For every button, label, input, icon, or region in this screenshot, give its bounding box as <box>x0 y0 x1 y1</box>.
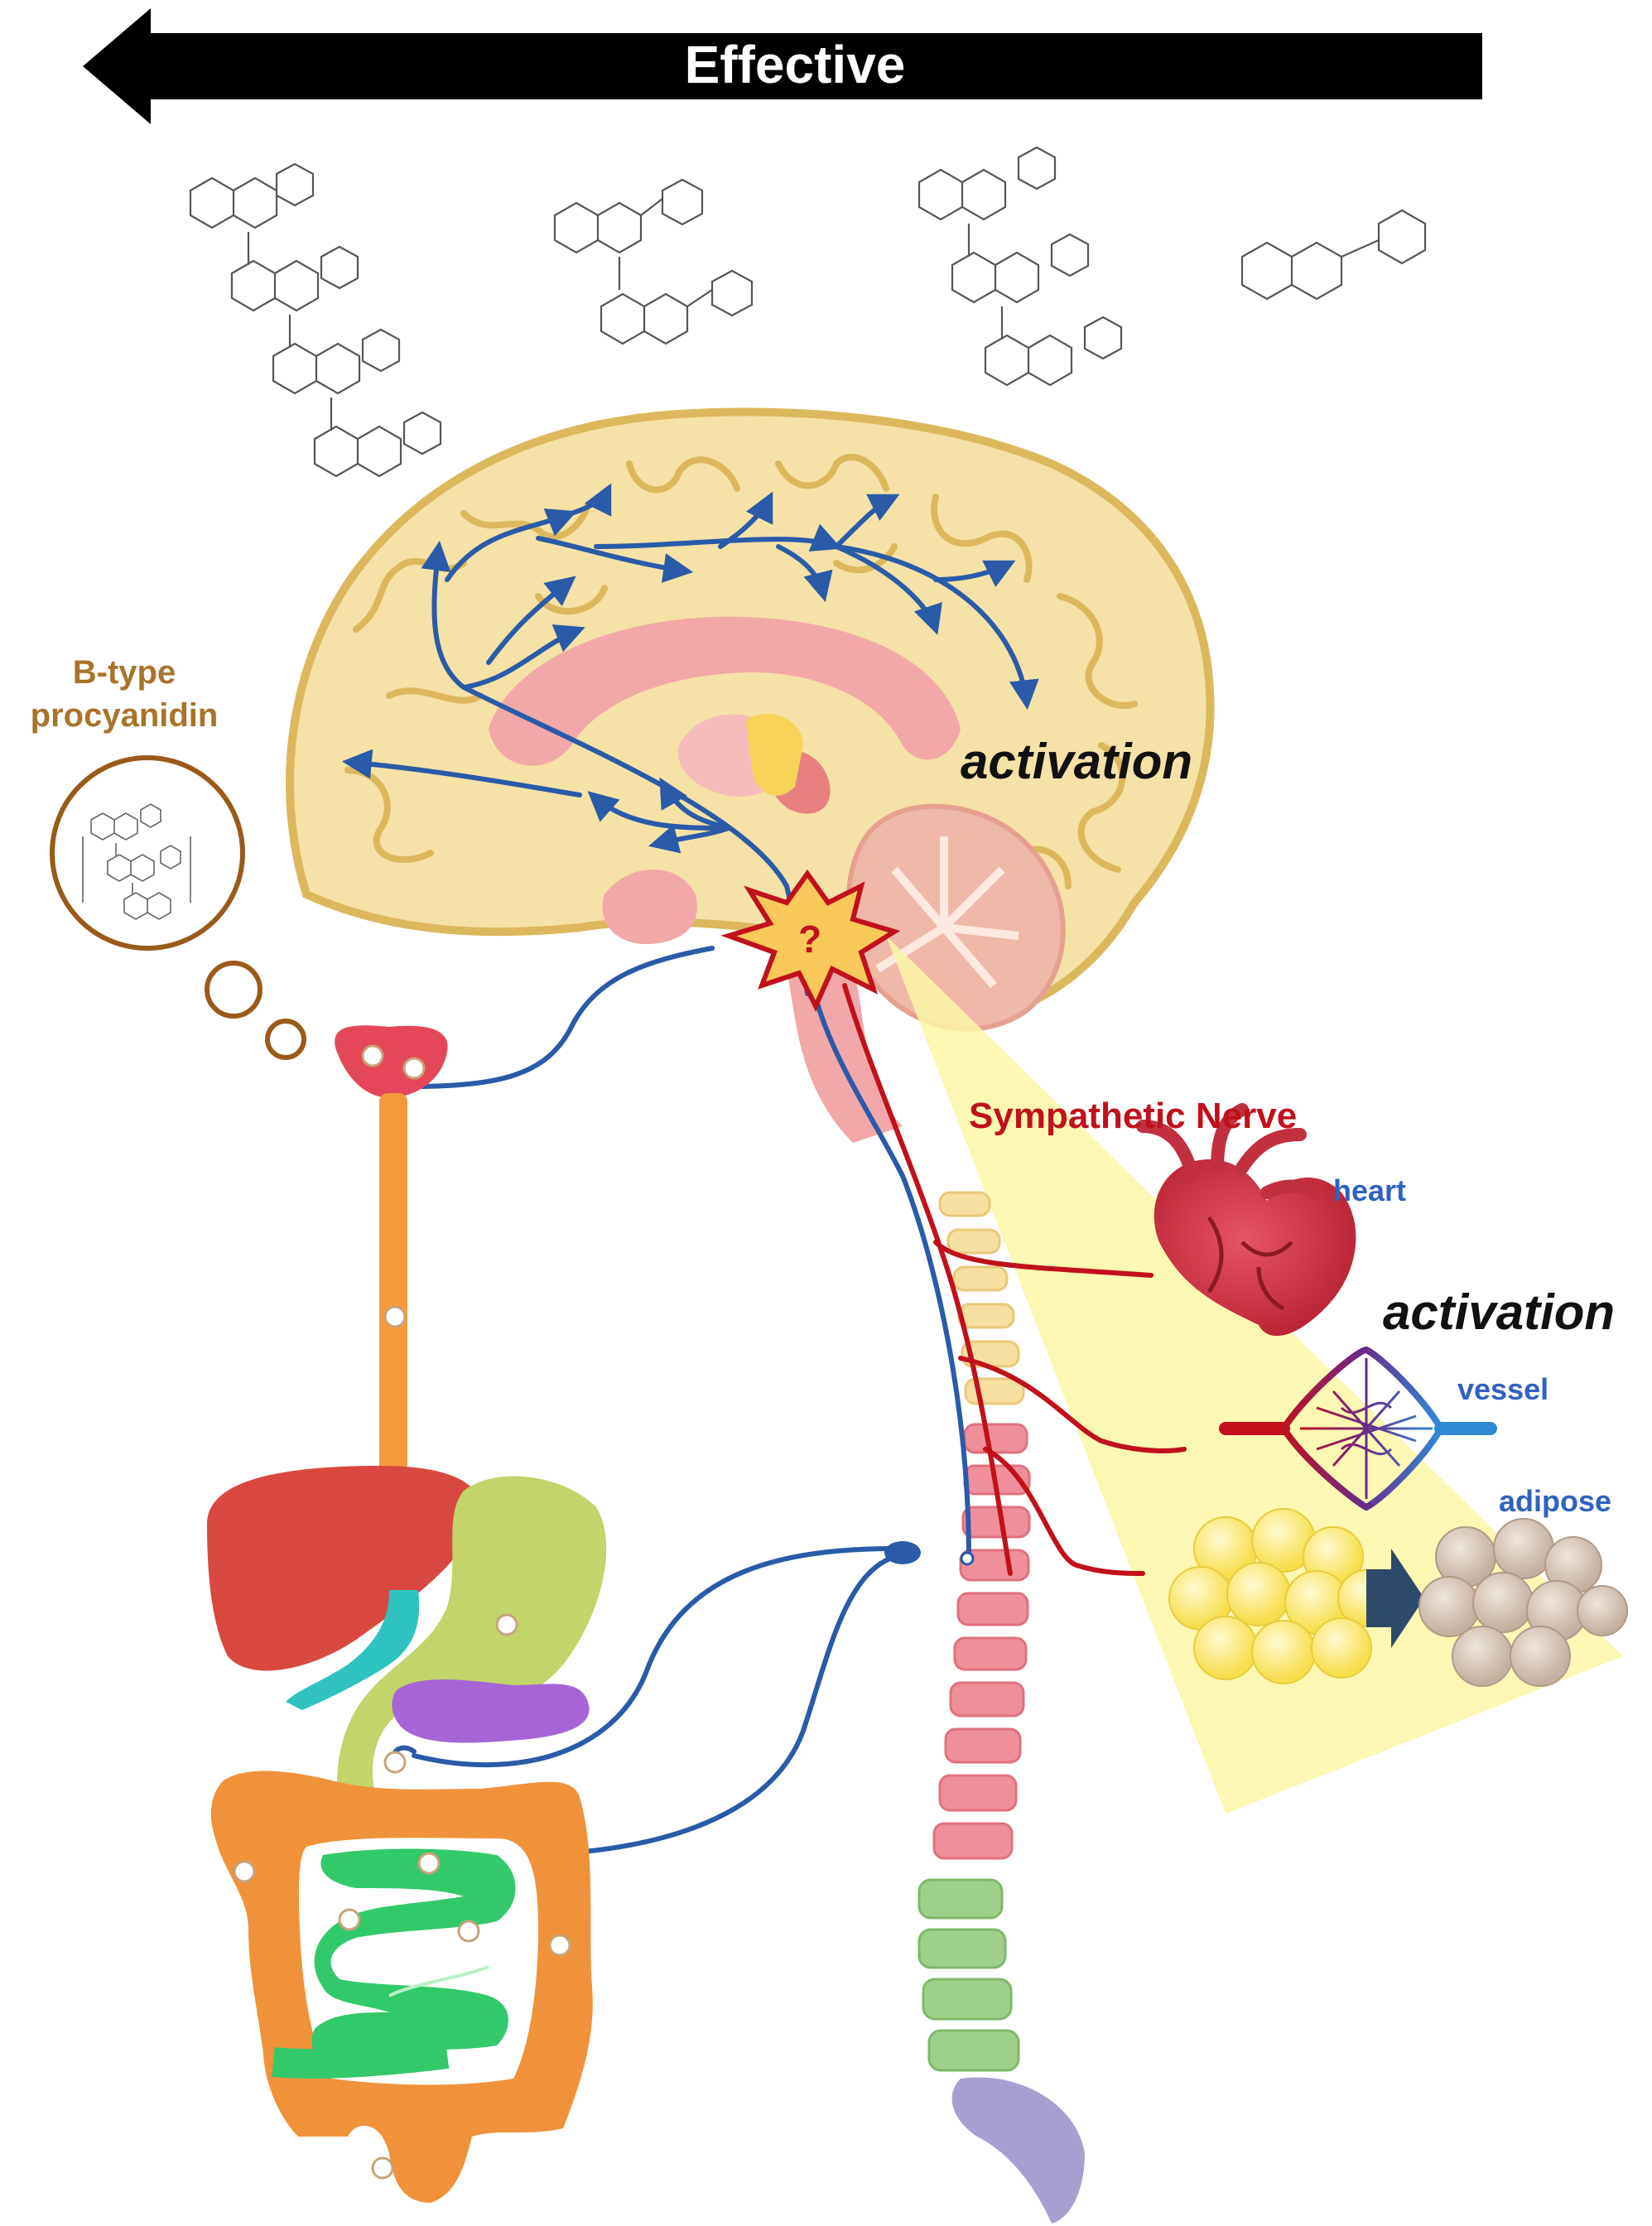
compound-name-line1: B-type <box>73 654 176 691</box>
heart-label: heart <box>1333 1173 1406 1207</box>
digestive-organs <box>207 1466 607 2203</box>
sympathetic-nerves <box>842 983 1187 1576</box>
trimer-structure-icon <box>918 146 1123 387</box>
bubble-tiny <box>265 1019 306 1060</box>
brain-activation-arrows <box>341 483 1039 889</box>
procyanidin-thought-bubble: B-type procyanidin <box>31 654 306 1060</box>
brain-activation-label: activation <box>961 734 1192 789</box>
organ-signal-dots <box>233 1613 571 2180</box>
spinal-column <box>918 1191 1085 2224</box>
procyanidin-structures <box>189 146 1427 478</box>
blood-vessel-network <box>1219 1346 1497 1511</box>
bubble-main <box>50 755 245 951</box>
adipose-label: adipose <box>1499 1484 1611 1518</box>
heart <box>1136 1103 1356 1337</box>
signal-dot <box>361 1044 384 1067</box>
lower-vertebrae <box>918 1878 1020 2072</box>
small-intestine-tail <box>272 2039 450 2079</box>
thoracic-lumbar-vertebrae <box>932 1423 1031 1860</box>
bubble-small <box>205 961 262 1019</box>
bubble-structure-icon <box>82 803 191 920</box>
tetramer-structure-icon <box>189 162 442 478</box>
cerebellum-folia <box>875 836 1019 989</box>
corpus-callosum <box>489 616 961 766</box>
frontal-lobe-base <box>602 870 697 944</box>
beige-fat-cells <box>1418 1518 1628 1687</box>
vessel-label: vessel <box>1457 1372 1548 1406</box>
conversion-arrow-icon <box>1366 1549 1424 1648</box>
vagal-trunk <box>379 1093 407 1474</box>
nodose-ganglion <box>335 1025 448 1098</box>
stomach <box>336 1476 607 1843</box>
monomer-structure-icon <box>1240 209 1427 301</box>
liver <box>207 1466 480 1671</box>
blue-nerves <box>391 884 971 1857</box>
vagal-nerve-pathway <box>335 1025 448 1474</box>
svg-text:?: ? <box>798 918 821 961</box>
fat-cells <box>1168 1508 1628 1687</box>
pineal-region <box>745 713 803 796</box>
dimer-structure-icon <box>553 178 754 345</box>
effective-label: Effective <box>685 35 906 94</box>
signal-dot <box>402 1057 426 1080</box>
brain <box>286 407 1215 1143</box>
bile-duct <box>286 1590 420 1710</box>
small-intestine <box>311 1848 516 2056</box>
activation-burst-icon: ? <box>720 869 901 1013</box>
pancreas <box>392 1679 590 1743</box>
organ-activation-label: activation <box>1383 1284 1615 1340</box>
sacrum <box>951 2077 1085 2224</box>
vagus-junction <box>884 1541 975 1566</box>
effective-arrow-banner: Effective <box>83 8 1482 124</box>
arrow-left-icon <box>83 8 1482 124</box>
compound-name-line2: procyanidin <box>31 697 219 734</box>
signal-dot <box>383 1305 407 1328</box>
sympathetic-nerve-label: Sympathetic Nerve <box>969 1096 1297 1136</box>
